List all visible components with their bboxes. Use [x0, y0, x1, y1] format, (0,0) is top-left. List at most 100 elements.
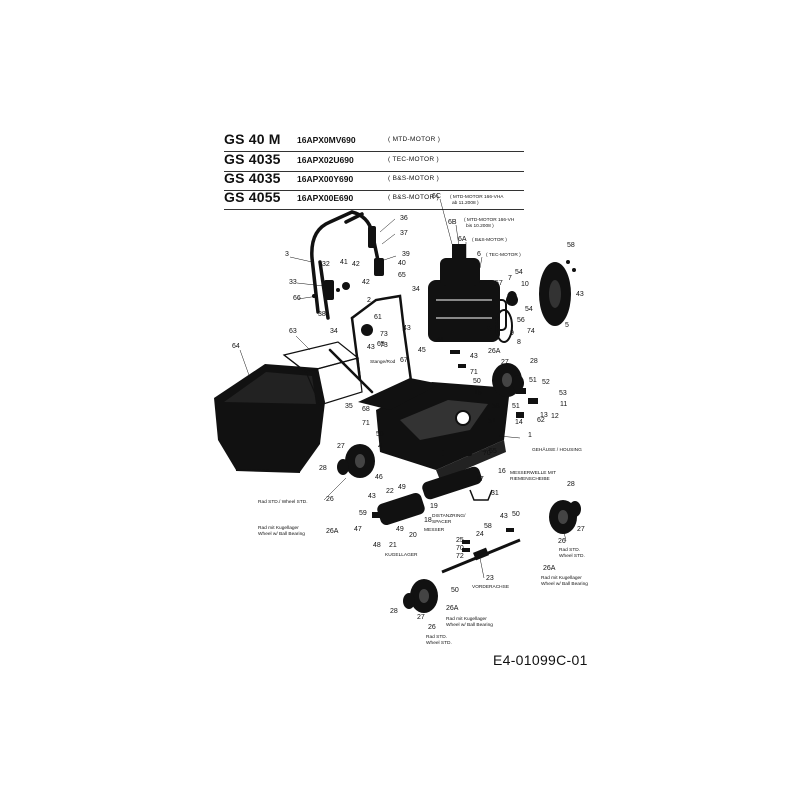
callout-number: 43 — [576, 291, 584, 298]
label-blade: MESSER — [424, 527, 445, 533]
callout-number: 64 — [232, 343, 240, 350]
callout-number: 67 — [400, 357, 408, 364]
callout-number: 73 — [380, 342, 388, 349]
callout-number: 38 — [318, 311, 326, 318]
callout-number: 23 — [486, 575, 494, 582]
callout-number: 62 — [537, 417, 545, 424]
callout-number: 10 — [521, 281, 529, 288]
model-table: GS 40 M 16APX0MV690 ( MTD-MOTOR ) GS 403… — [0, 0, 800, 210]
callout-number: 20 — [409, 532, 417, 539]
model-code: 16APX02U690 — [297, 155, 354, 165]
callout-number: 27 — [337, 443, 345, 450]
callout-number: 24 — [476, 531, 484, 538]
lever — [469, 489, 493, 501]
document-id: E4-01099C-01 — [493, 652, 588, 668]
wheel-bottom — [410, 579, 438, 613]
callout-number: 51 — [512, 403, 520, 410]
callout-number: 58 — [492, 403, 500, 410]
callout-number: 49 — [398, 484, 406, 491]
callout-number: 74 — [527, 328, 535, 335]
label-engine-6c: ( MTD-MOTOR 166-VHA — [450, 194, 504, 200]
label-engine-6: ( TEC-MOTOR ) — [486, 252, 521, 258]
callout-number: 26 — [558, 538, 566, 545]
callout-number: 50 — [376, 431, 384, 438]
side-cover — [539, 262, 571, 326]
model-code: 16APX0MV690 — [297, 135, 356, 145]
hub-caps — [337, 291, 581, 609]
model-engine: ( B&S-MOTOR ) — [388, 194, 440, 201]
callout-number: 41 — [374, 269, 382, 276]
callout-number: 44 — [436, 337, 444, 344]
callout-number: 68 — [362, 406, 370, 413]
callout-number: 34 — [330, 328, 338, 335]
callout-number: 70 — [456, 545, 464, 552]
callout-number: 6B — [448, 219, 457, 226]
label-engine-6a: ( B&S-MOTOR ) — [472, 237, 507, 243]
part-labels: ( MTD-MOTOR 166-VHA ab 11.2008 ) ( MTD-M… — [258, 194, 588, 646]
callout-number: 14 — [515, 419, 523, 426]
callout-number: 40 — [398, 260, 406, 267]
callout-number: 42 — [362, 279, 370, 286]
callout-number: 28 — [319, 465, 327, 472]
callout-number: 6C — [432, 193, 441, 200]
belt — [495, 309, 513, 343]
callout-number: 16 — [498, 468, 506, 475]
callout-number: 65 — [377, 341, 385, 348]
callout-number: 28 — [390, 608, 398, 615]
label-bearing: KUGELLAGER — [385, 552, 418, 558]
rod-plate — [358, 378, 440, 410]
callout-number: 50 — [512, 511, 520, 518]
label-wheel-ball-right-2: Wheel w/ Ball Bearing — [541, 581, 588, 587]
label-spacer-2: SPACER — [432, 519, 452, 525]
label-engine-6b: ( MTD-MOTOR 166-VH — [464, 217, 515, 223]
callout-number: 13 — [540, 412, 548, 419]
engine — [428, 244, 507, 342]
model-engine: ( B&S-MOTOR ) — [388, 175, 440, 182]
label-wheel-ball-bottom: Rad mit Kugellager — [446, 616, 487, 622]
callout-number: 43 — [368, 493, 376, 500]
callout-number: 48 — [373, 542, 381, 549]
model-row: GS 4055 16APX00E690 ( B&S-MOTOR ) — [224, 189, 524, 210]
callout-number: 73 — [380, 331, 388, 338]
model-name: GS 4035 — [224, 170, 281, 186]
callout-number: 8 — [517, 339, 521, 346]
label-wheel-ball-bottom-2: Wheel w/ Ball Bearing — [446, 622, 493, 628]
callout-number: 26A — [446, 605, 459, 612]
callout-number: 47 — [354, 526, 362, 533]
label-wheel-ball-left-2: Wheel w/ Ball Bearing — [258, 531, 305, 537]
callout-number: 43 — [403, 325, 411, 332]
callout-number: 6 — [477, 251, 481, 258]
callout-number: 25 — [456, 537, 464, 544]
model-row: GS 4035 16APX02U690 ( TEC-MOTOR ) — [224, 151, 524, 172]
callout-number: 55 — [489, 448, 497, 455]
callout-number: 57 — [495, 280, 503, 287]
label-engine-6c-date: ab 11.2008 ) — [452, 200, 479, 206]
leader-lines — [239, 198, 567, 579]
callout-number: 9 — [510, 330, 514, 337]
callout-number: 28 — [567, 481, 575, 488]
callout-number: 50 — [451, 587, 459, 594]
callout-number: 66 — [293, 295, 301, 302]
model-row: GS 40 M 16APX0MV690 ( MTD-MOTOR ) — [224, 131, 524, 152]
callout-number: 19 — [430, 503, 438, 510]
callout-number: 45 — [418, 347, 426, 354]
callout-number: 17 — [476, 476, 484, 483]
callout-number: 18 — [424, 517, 432, 524]
model-code: 16APX00E690 — [297, 193, 354, 203]
callout-number: 51 — [529, 377, 537, 384]
callout-number: 28 — [530, 358, 538, 365]
callout-number: 35 — [345, 403, 353, 410]
callout-number: 32 — [322, 261, 330, 268]
callout-number: 1 — [528, 432, 532, 439]
callout-number: 34 — [412, 286, 420, 293]
callout-number: 43 — [500, 513, 508, 520]
callout-number: 27 — [417, 614, 425, 621]
label-rod: Stange/Rod — [370, 359, 396, 365]
callout-number: 50 — [473, 378, 481, 385]
callout-number: 26 — [428, 624, 436, 631]
callout-number: 26A — [326, 528, 339, 535]
label-wheel-ball-right: Rad mit Kugellager — [541, 575, 582, 581]
blade-shaft — [377, 466, 482, 526]
